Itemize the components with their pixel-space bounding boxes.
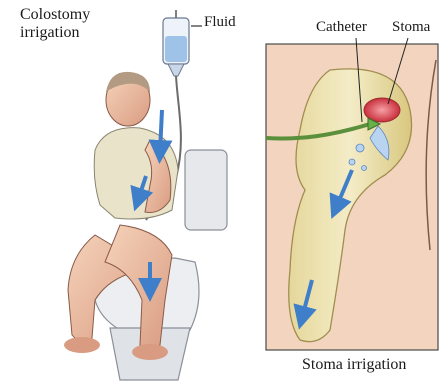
colostomy-scene: [64, 10, 227, 380]
stoma-label: Stoma: [392, 19, 430, 36]
fluid-label: Fluid: [204, 14, 236, 31]
stoma-closeup-panel: [266, 38, 438, 350]
fluid-bag: [163, 10, 202, 76]
head: [106, 72, 150, 126]
catheter-label: Catheter: [316, 19, 367, 36]
stoma-irrigation-caption: Stoma irrigation: [302, 356, 406, 373]
flow-arrow-1: [160, 110, 162, 152]
diagram-title: Colostomy irrigation: [20, 6, 90, 42]
